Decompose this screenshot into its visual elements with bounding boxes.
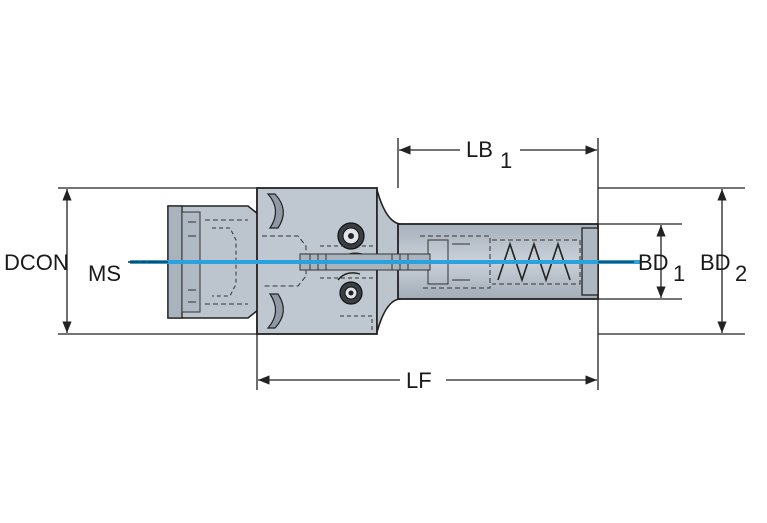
tool-holder	[128, 187, 640, 335]
lb1-subscript: 1	[500, 148, 512, 173]
lb1-label: LB	[466, 137, 493, 162]
dimension-labels: DCON MS LB 1 BD 1 BD 2 LF	[4, 137, 747, 393]
bd1-subscript: 1	[673, 261, 685, 286]
dcon-label: DCON	[4, 250, 69, 275]
dcon-subscript: MS	[88, 261, 121, 286]
bd2-label: BD	[700, 250, 731, 275]
bd2-subscript: 2	[735, 261, 747, 286]
lf-label: LF	[406, 368, 432, 393]
bd1-label: BD	[638, 250, 669, 275]
dimension-lines	[62, 145, 727, 385]
